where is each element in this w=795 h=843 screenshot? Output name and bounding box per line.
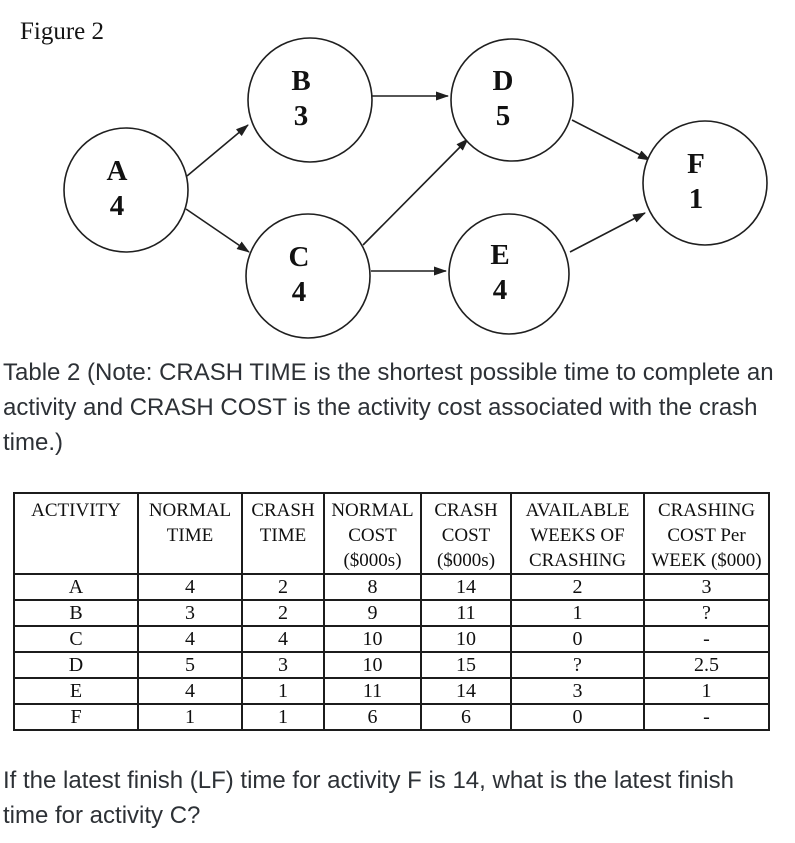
cell-activity: C bbox=[13, 625, 139, 653]
cell-available-weeks: 2 bbox=[510, 573, 645, 601]
cell-normal-time: 5 bbox=[137, 651, 243, 679]
edge-E-F bbox=[569, 212, 646, 253]
node-letter: D bbox=[493, 65, 514, 97]
cell-crash-cost: 6 bbox=[420, 703, 512, 731]
node-time: 4 bbox=[292, 276, 307, 308]
cell-crash-cost: 14 bbox=[420, 573, 512, 601]
cell-normal-cost: 9 bbox=[323, 599, 422, 627]
cell-normal-time: 4 bbox=[137, 677, 243, 705]
cell-crashing-cost: ? bbox=[643, 599, 770, 627]
cell-crash-time: 4 bbox=[241, 625, 325, 653]
activity-node-E: E4 bbox=[448, 213, 570, 335]
node-letter: B bbox=[291, 65, 310, 97]
node-time: 1 bbox=[689, 183, 704, 215]
cell-crash-cost: 14 bbox=[420, 677, 512, 705]
activity-node-B: B3 bbox=[247, 37, 373, 163]
cell-available-weeks: 0 bbox=[510, 625, 645, 653]
node-circle bbox=[642, 120, 768, 246]
edge-A-C bbox=[185, 208, 250, 253]
cell-normal-time: 3 bbox=[137, 599, 243, 627]
cell-normal-cost: 8 bbox=[323, 573, 422, 601]
cell-activity: F bbox=[13, 703, 139, 731]
cell-crash-time: 1 bbox=[241, 677, 325, 705]
node-circle bbox=[245, 213, 371, 339]
node-time: 4 bbox=[493, 274, 508, 306]
node-circle bbox=[450, 38, 574, 162]
cell-crashing-cost: - bbox=[643, 703, 770, 731]
cell-crashing-cost: 2.5 bbox=[643, 651, 770, 679]
cell-crash-time: 3 bbox=[241, 651, 325, 679]
cell-crash-time: 2 bbox=[241, 573, 325, 601]
node-circle bbox=[247, 37, 373, 163]
cell-normal-cost: 6 bbox=[323, 703, 422, 731]
cell-normal-time: 4 bbox=[137, 573, 243, 601]
col-header-available-weeks: AVAILABLE WEEKS OF CRASHING bbox=[510, 492, 645, 575]
edge-D-F bbox=[571, 119, 651, 161]
cell-available-weeks: 3 bbox=[510, 677, 645, 705]
node-time: 4 bbox=[110, 190, 125, 222]
cell-activity: D bbox=[13, 651, 139, 679]
node-letter: E bbox=[490, 239, 509, 271]
cell-crash-time: 2 bbox=[241, 599, 325, 627]
edge-C-D bbox=[362, 138, 469, 246]
node-circle bbox=[448, 213, 570, 335]
question-text: If the latest finish (LF) time for activ… bbox=[3, 767, 734, 829]
figure-title: Figure 2 bbox=[20, 18, 105, 45]
col-header-activity: ACTIVITY bbox=[13, 492, 139, 575]
cell-crash-cost: 11 bbox=[420, 599, 512, 627]
node-letter: F bbox=[687, 148, 705, 180]
cell-available-weeks: 0 bbox=[510, 703, 645, 731]
cell-available-weeks: ? bbox=[510, 651, 645, 679]
cell-crash-cost: 15 bbox=[420, 651, 512, 679]
cell-activity: E bbox=[13, 677, 139, 705]
node-time: 3 bbox=[294, 100, 309, 132]
col-header-crashing-cost: CRASHING COST Per WEEK ($000) bbox=[643, 492, 770, 575]
activity-node-D: D5 bbox=[450, 38, 574, 162]
activity-node-C: C4 bbox=[245, 213, 371, 339]
cell-activity: B bbox=[13, 599, 139, 627]
cell-crash-cost: 10 bbox=[420, 625, 512, 653]
cell-crashing-cost: 3 bbox=[643, 573, 770, 601]
cell-normal-time: 4 bbox=[137, 625, 243, 653]
cell-activity: A bbox=[13, 573, 139, 601]
node-letter: A bbox=[107, 155, 128, 187]
cell-normal-cost: 10 bbox=[323, 625, 422, 653]
cell-crashing-cost: - bbox=[643, 625, 770, 653]
cell-crashing-cost: 1 bbox=[643, 677, 770, 705]
cell-normal-cost: 11 bbox=[323, 677, 422, 705]
activity-node-F: F1 bbox=[642, 120, 768, 246]
cell-available-weeks: 1 bbox=[510, 599, 645, 627]
node-time: 5 bbox=[496, 100, 511, 132]
col-header-normal-cost: NORMAL COST ($000s) bbox=[323, 492, 422, 575]
cell-normal-time: 1 bbox=[137, 703, 243, 731]
node-letter: C bbox=[289, 241, 310, 273]
edge-A-B bbox=[186, 124, 249, 177]
cell-crash-time: 1 bbox=[241, 703, 325, 731]
table-note: Table 2 (Note: CRASH TIME is the shortes… bbox=[3, 359, 774, 456]
activity-node-A: A4 bbox=[63, 127, 189, 253]
col-header-normal-time: NORMAL TIME bbox=[137, 492, 243, 575]
col-header-crash-time: CRASH TIME bbox=[241, 492, 325, 575]
node-circle bbox=[63, 127, 189, 253]
col-header-crash-cost: CRASH COST ($000s) bbox=[420, 492, 512, 575]
cell-normal-cost: 10 bbox=[323, 651, 422, 679]
